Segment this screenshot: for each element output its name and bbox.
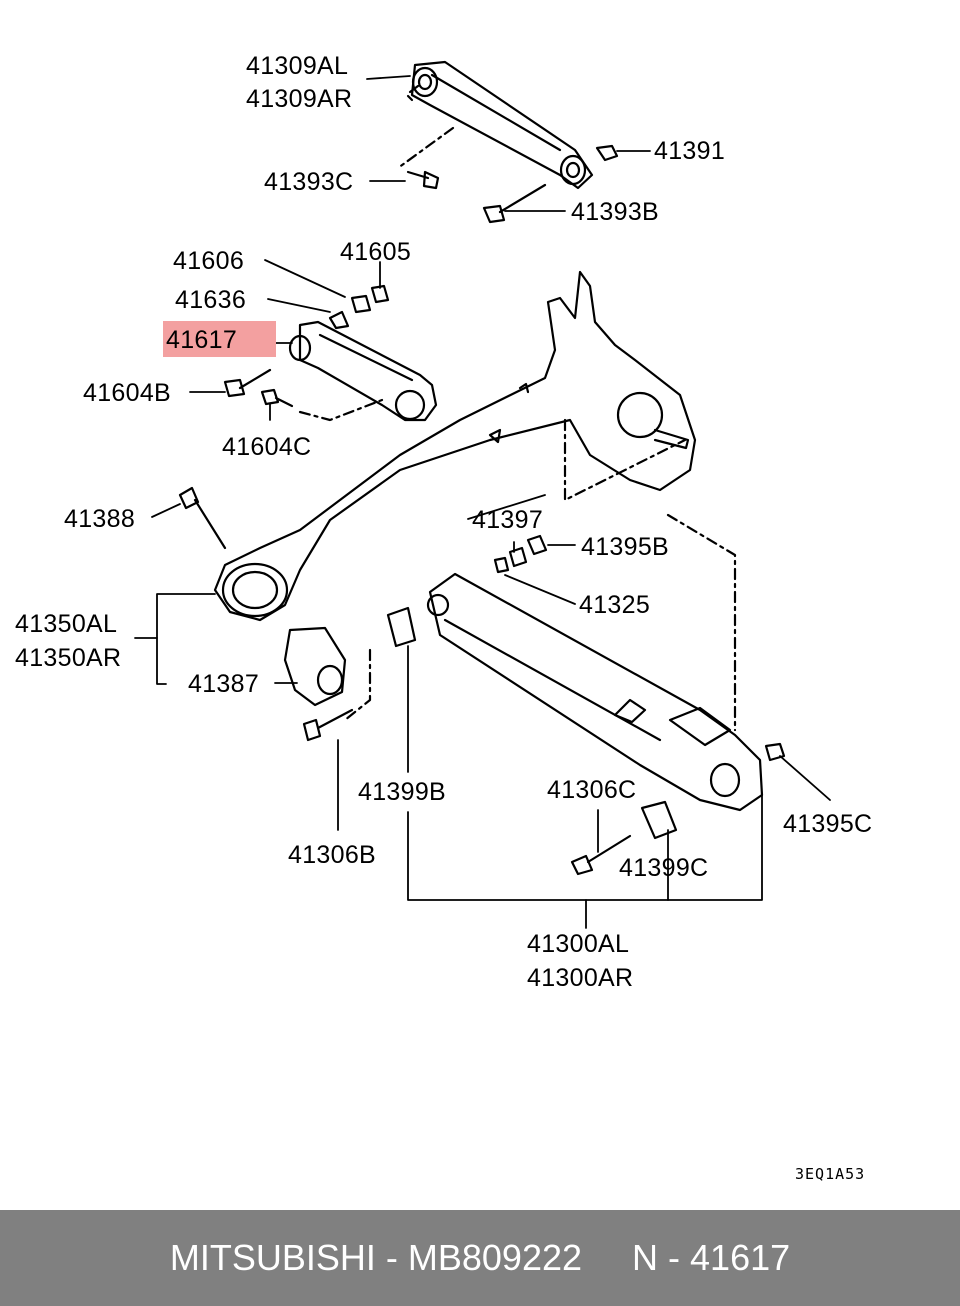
label-41387: 41387 bbox=[188, 670, 260, 698]
label-41391: 41391 bbox=[654, 137, 726, 165]
footer-gap bbox=[582, 1237, 632, 1279]
label-41350AL: 41350AL bbox=[15, 610, 118, 638]
label-41395C: 41395C bbox=[783, 810, 873, 838]
footer-bar: MITSUBISHI - MB809222 N - 41617 bbox=[0, 1210, 960, 1306]
label-41617: 41617 bbox=[166, 326, 238, 354]
label-41325: 41325 bbox=[579, 591, 651, 619]
label-41306B: 41306B bbox=[288, 841, 376, 869]
upper-control-arm bbox=[396, 60, 619, 224]
diagram-code: 3EQ1A53 bbox=[795, 1165, 866, 1183]
label-41636: 41636 bbox=[175, 286, 247, 314]
label-41393C: 41393C bbox=[264, 168, 354, 196]
label-41300AL: 41300AL bbox=[527, 930, 630, 958]
label-41604C: 41604C bbox=[222, 433, 312, 461]
label-41309AL: 41309AL bbox=[246, 52, 349, 80]
label-41606: 41606 bbox=[173, 247, 245, 275]
label-41306C: 41306C bbox=[547, 776, 637, 804]
footer-part-number: MB809222 bbox=[407, 1237, 583, 1278]
trailing-arm bbox=[178, 270, 737, 742]
label-41388: 41388 bbox=[64, 505, 136, 533]
label-41350AR: 41350AR bbox=[15, 644, 122, 672]
lower-control-arm bbox=[386, 534, 786, 876]
footer-brand: MITSUBISHI bbox=[169, 1237, 376, 1278]
highlight-marker bbox=[163, 321, 276, 357]
label-41395B: 41395B bbox=[581, 533, 669, 561]
footer-sep: - bbox=[375, 1237, 408, 1278]
label-41393B: 41393B bbox=[571, 198, 659, 226]
label-41300AR: 41300AR bbox=[527, 964, 634, 992]
label-41399B: 41399B bbox=[358, 778, 446, 806]
parts-diagram bbox=[134, 60, 831, 929]
label-41309AR: 41309AR bbox=[246, 85, 353, 113]
label-41399C: 41399C bbox=[619, 854, 709, 882]
label-41604B: 41604B bbox=[83, 379, 171, 407]
label-41605: 41605 bbox=[340, 238, 412, 266]
leader-lines bbox=[134, 75, 831, 929]
footer-ref: N - 41617 bbox=[632, 1237, 791, 1278]
label-41397: 41397 bbox=[472, 506, 544, 534]
